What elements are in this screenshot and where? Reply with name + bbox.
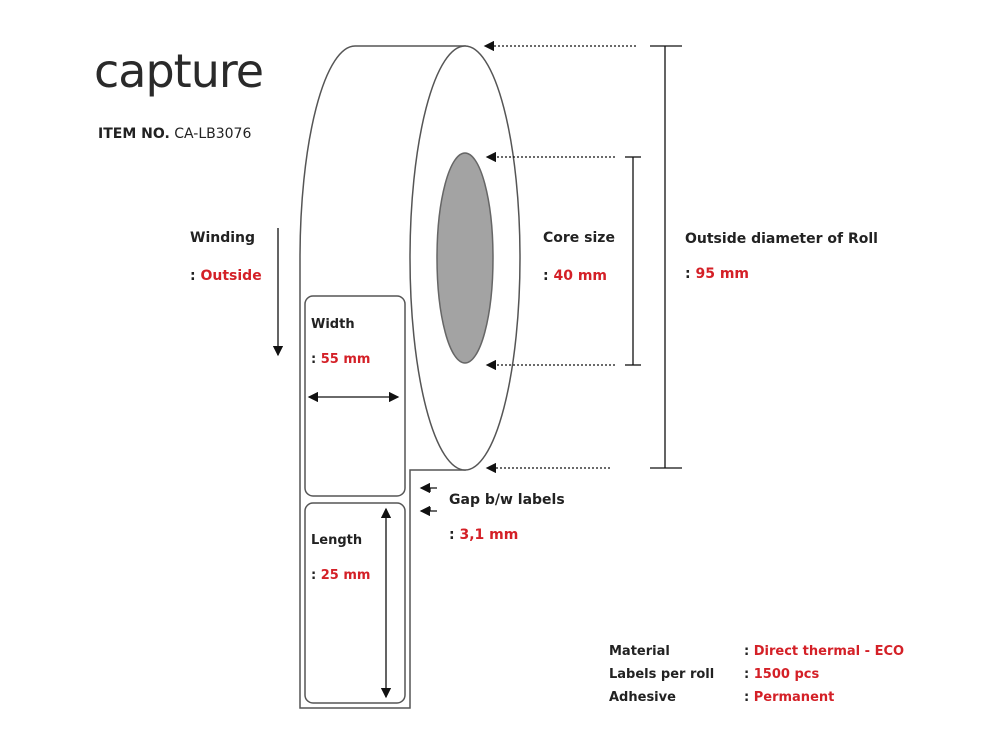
- winding-label: Winding: [190, 230, 256, 246]
- outside-value: 95 mm: [695, 266, 750, 282]
- core-value-row: : 40 mm: [543, 268, 608, 284]
- gap-arrow-top: [429, 487, 437, 492]
- spec-value: Permanent: [753, 690, 835, 705]
- label-roll: [299, 45, 521, 709]
- length-label: Length: [311, 533, 363, 548]
- label-2: [304, 502, 406, 704]
- core-dimension-line: [625, 156, 641, 366]
- gap-label: Gap b/w labels: [449, 492, 565, 508]
- item-number: ITEM NO. CA-LB3076: [98, 126, 251, 142]
- core-value: 40 mm: [553, 268, 608, 284]
- roll-core: [436, 152, 494, 364]
- length-value-row: : 25 mm: [311, 568, 371, 583]
- width-value-row: : 55 mm: [311, 352, 371, 367]
- winding-value-row: : Outside: [190, 268, 262, 284]
- item-label: ITEM NO.: [98, 126, 170, 142]
- spec-value: 1500 pcs: [753, 667, 820, 682]
- gap-value: 3,1 mm: [459, 527, 519, 543]
- spec-value-row: : 1500 pcs: [744, 667, 820, 682]
- outside-label: Outside diameter of Roll: [685, 231, 878, 247]
- spec-label: Adhesive: [609, 690, 676, 705]
- width-label: Width: [311, 317, 355, 332]
- winding-value: Outside: [200, 268, 262, 284]
- item-no-value: CA-LB3076: [174, 126, 252, 142]
- gap-value-row: : 3,1 mm: [449, 527, 519, 543]
- spec-value: Direct thermal - ECO: [753, 644, 905, 659]
- spec-label: Labels per roll: [609, 667, 715, 682]
- spec-value-row: : Direct thermal - ECO: [744, 644, 905, 659]
- capture-logo: capture: [94, 44, 264, 98]
- spec-label: Material: [609, 644, 670, 659]
- outside-dimension-line: [650, 45, 682, 469]
- spec-value-row: : Permanent: [744, 690, 835, 705]
- core-label: Core size: [543, 230, 615, 246]
- length-value: 25 mm: [320, 568, 371, 583]
- width-value: 55 mm: [320, 352, 371, 367]
- outside-value-row: : 95 mm: [685, 266, 750, 282]
